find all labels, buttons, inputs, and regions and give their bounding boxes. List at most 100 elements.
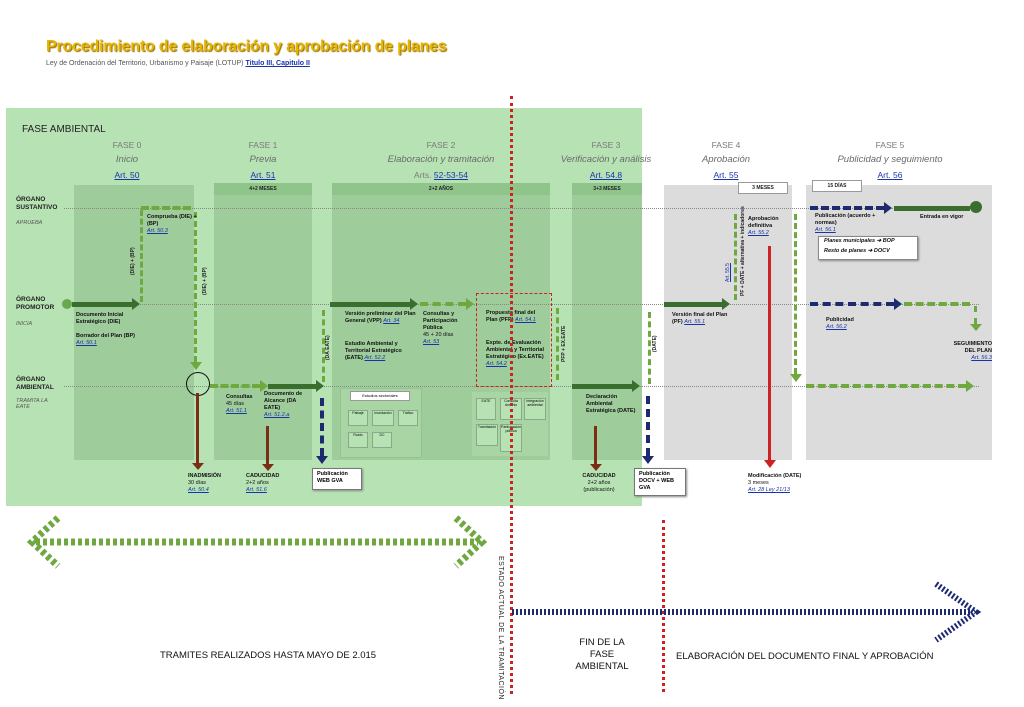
node-alcance: Documento de Alcance (DA EATE) Art. 51.2… [264,391,303,418]
arrow-caducidad2 [594,426,597,466]
arrow-date-head [632,380,640,392]
arrow-entrada [894,206,970,211]
arrow-down-comprueba [194,212,197,362]
end-dot [970,201,982,213]
arrow-pub-docv-head [642,456,654,464]
phase-2-duration: 2+2 AÑOS [332,183,550,195]
arrow-pub-web-head [316,456,328,464]
arrow-publicacion-top-head [884,202,892,214]
mini-dc: DC [372,432,392,448]
arrow-inadmision [196,393,199,465]
node-publicidad-mid: Publicidad Art. 56.2 [826,317,854,330]
arrow-down-aprob-head [790,374,802,382]
arrow-consultas [210,384,260,388]
arrow-die-head [132,298,140,310]
node-consultas: Consultas 45 días Art. 51.1 [226,394,253,414]
organ-ambiental: ÓRGANO AMBIENTAL [16,376,54,391]
arrow-pub-docv [646,396,650,456]
art-55-5-label[interactable]: Art. 55.5 [725,263,731,282]
pf-date-label: PF + DATE + alternativa + indicadores [740,206,746,296]
arrow-up-date [648,312,651,384]
outcome-caducidad1: CADUCIDAD 2+2 años Art. 51.6 [246,473,280,493]
elaboracion-label: ELABORACIÓN DEL DOCUMENTO FINAL Y APROBA… [676,651,934,662]
node-seguimiento: SEGUIMIENTO DEL PLAN Art. 56.3 [953,341,992,361]
arrow-comprueba [141,206,191,210]
arrow-publicidad-mid [810,302,894,306]
arrow-up-pf [734,214,737,300]
fase5-column [806,185,992,460]
mini-inundacion: Inundación [372,410,394,426]
arrow-down-aprob [794,214,797,374]
node-eate: Estudio Ambiental y Territorial Estratég… [345,341,402,361]
arrow-inadmision-head [192,463,204,470]
subtitle-link[interactable]: Titulo III, Capitulo II [245,60,310,67]
phase-3-art[interactable]: Art. 54.8 [589,170,623,180]
fase-ambiental-label: FASE AMBIENTAL [22,124,106,135]
organ-promotor: ÓRGANO PROMOTOR [16,296,55,311]
phase-4-art[interactable]: Art. 55 [713,170,739,180]
phase-2-name: Elaboración y tramitación [387,154,495,165]
phase-1-duration: 4+2 MESES [214,183,312,195]
elaboracion-arrow [512,581,982,643]
arrow-participacion-head [466,298,474,310]
outcome-pub-docv: Publicación DOCV + WEB GVA [634,468,686,496]
estudios-label: Estudios sectoriales [350,391,410,401]
arrow-alcance-head [316,380,324,392]
pfp-eate-label: PFP + EX.EATE [561,325,567,362]
arrow-date [572,384,632,389]
phase-5-art[interactable]: Art. 56 [877,170,903,180]
arrow-pf-head [722,298,730,310]
mini2-integracion: Integración ambiental [524,398,546,420]
mini2-tramitacion: Tramitación [476,424,498,446]
mini-ruido: Ruido [348,432,368,448]
phase-4-label: FASE 4 [711,140,741,150]
tramites-label: TRAMITES REALIZADOS HASTA MAYO DE 2.015 [160,650,377,661]
arrow-ambiental-fase5 [806,384,966,388]
fin-fase-divider [662,520,665,692]
phase-2-art: Arts. 52-53-54 [414,170,468,180]
arrow-down-seguimiento-head [970,324,982,331]
da-eate-label: (DA EATE) [325,335,331,360]
phase-4-duration: 3 MESES [738,182,788,194]
phase-3-label: FASE 3 [591,140,621,150]
die-bp-up-label: (DIE) + (BP) [130,247,136,275]
arrow-consultas-head [260,380,268,392]
arrow-pub-web [320,398,324,456]
arrow-down-seguimiento [974,306,977,324]
arrow-up-die [140,210,143,302]
node-expte: Expte. de Evaluación Ambiental y Territo… [486,340,544,367]
planes-box [818,236,918,260]
outcome-modificacion: Modificación (DATE) 3 meses Art. 28 Ley … [748,473,802,493]
phase-4-name: Aprobación [701,154,751,165]
arrow-caducidad1 [266,426,269,466]
sustantivo-line [64,208,979,209]
phase-1-art[interactable]: Art. 51 [250,170,276,180]
node-comprueba: Comprueba (DIE) + (BP) Art. 50.3 [147,214,197,234]
organ-ambiental-role: TRAMITA LA EATE [16,398,48,410]
phase-1-name: Previa [249,154,277,165]
fase0-column [74,185,194,460]
promotor-line [64,304,979,305]
phase-0-art[interactable]: Art. 50 [114,170,140,180]
fase3-column [572,185,642,460]
node-aprobacion: Aprobación definitiva Art. 55.2 [748,216,779,236]
arrow-caducidad1-head [262,464,274,471]
node-die: Documento Inicial Estratégico (DIE) Borr… [76,312,135,346]
mini-trafico: Tráfico [398,410,418,426]
arrow-publicacion-top [810,206,884,210]
arrow-vpp-head [410,298,418,310]
phase-5-name: Publicidad y seguimiento [837,154,943,165]
start-dot [62,299,72,309]
node-entrada: Entrada en vigor [920,214,964,220]
arrow-down-comprueba-head [190,362,202,370]
fase1-column [214,185,312,460]
mini2-eate: EATE [476,398,496,420]
arrow-pfp-eate [556,308,559,380]
estado-actual-label: ESTADO ACTUAL DE LA TRAMITACIÓN [497,556,504,700]
tramites-arrow [26,515,488,569]
arrow-publicidad-mid-head [894,298,902,310]
arrow-modificacion-head [764,460,776,468]
arrow-seguimiento [904,302,970,306]
arrow-die [72,302,132,307]
resto-planes: Resto de planes ➔ DOCV [824,248,890,254]
